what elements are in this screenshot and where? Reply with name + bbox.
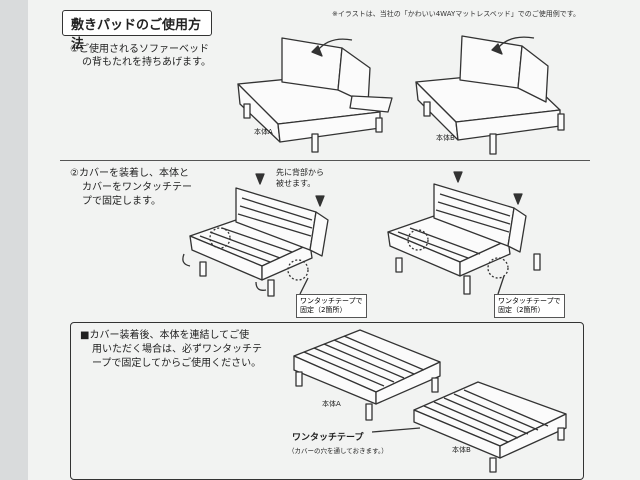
tape-label-b-line2: 固定（2箇所） — [498, 306, 545, 315]
step1-label-a: 本体A — [254, 128, 273, 136]
step1-line1: ①ご使用されるソファーベッド — [70, 44, 209, 55]
sofa-a-step1 — [237, 37, 393, 153]
step3-label-b: 本体B — [452, 446, 471, 454]
sofa-b-step1 — [415, 35, 565, 155]
callout-line1: 先に背部から — [276, 168, 324, 177]
step2-line2: カバーをワンタッチテー — [82, 182, 192, 193]
tape-label-b: ワンタッチテープで 固定（2箇所） — [494, 294, 565, 319]
step3-line1: ■カバー装着後、本体を連結してご使 — [80, 330, 250, 341]
step2-line1: ②カバーを装着し、本体と — [70, 168, 189, 179]
tape-label-a-line2: 固定（2箇所） — [300, 306, 347, 315]
tape-label-b-line1: ワンタッチテープで — [498, 297, 561, 305]
sofa-a-step2 — [182, 173, 329, 297]
divider-1 — [60, 160, 590, 161]
illustration-note: ※イラストは、当社の「かわいい4WAYマットレスベッド」でのご使用例です。 — [332, 10, 581, 18]
tape-label-a-line1: ワンタッチテープで — [300, 297, 363, 305]
step3-label-a: 本体A — [322, 400, 341, 408]
step3-line2: 用いただく場合は、必ずワンタッチテ — [92, 344, 262, 355]
tape-label-a: ワンタッチテープで 固定（2箇所） — [296, 294, 367, 319]
step1-line2: の背もたれを持ちあげます。 — [82, 57, 211, 68]
step1-label-b: 本体B — [436, 134, 455, 142]
callout-line2: 被せます。 — [276, 179, 316, 188]
mattress-a — [293, 329, 441, 421]
tape-title: ワンタッチテープ — [292, 433, 364, 443]
step3-line3: ープで固定してからご使用ください。 — [92, 358, 262, 369]
step2-line3: プで固定します。 — [82, 196, 161, 207]
section-title-box: 敷きパッドのご使用方法 — [62, 10, 212, 52]
tape-subtitle: （カバーの穴を通しておきます。） — [288, 447, 388, 455]
sofa-b-step2 — [387, 171, 541, 295]
mattress-b — [413, 381, 567, 473]
section-title: 敷きパッドのご使用方法 — [71, 18, 202, 52]
